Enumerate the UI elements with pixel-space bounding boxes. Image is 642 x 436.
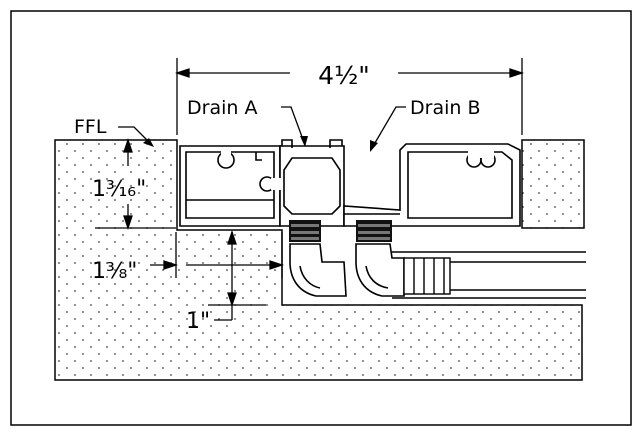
drop-dimension	[208, 229, 266, 321]
ffl-leader	[118, 126, 152, 145]
elbow-a	[289, 243, 347, 297]
drawing-border	[10, 10, 632, 426]
side-dimension-label: 1³⁄₈"	[92, 259, 137, 284]
depth-dimension-label: 1³⁄₁₆"	[92, 177, 146, 202]
drain-a-leader	[281, 106, 306, 146]
overall-width-dimension	[174, 58, 525, 135]
center-extrusion	[259, 139, 345, 227]
drain-b-leader	[371, 106, 406, 149]
ffl-arrowhead	[143, 138, 154, 147]
concrete-block-right	[521, 139, 585, 229]
drain-b-label: Drain B	[410, 97, 480, 119]
drain-tube	[392, 251, 586, 299]
drain-a-label: Drain A	[187, 97, 257, 119]
drop-dimension-label: 1"	[186, 309, 210, 334]
side-dimension	[150, 232, 285, 278]
drain-a-coupler	[289, 220, 321, 242]
depth-dimension	[95, 137, 176, 231]
right-extrusion	[343, 143, 521, 227]
elbow-b	[355, 243, 405, 297]
drain-a-arrowhead	[300, 136, 308, 147]
overall-width-label: 4½"	[318, 61, 370, 90]
left-extrusion	[179, 145, 281, 227]
concrete-slab	[54, 139, 583, 381]
drain-b-coupler	[356, 220, 392, 242]
ffl-label: FFL	[74, 116, 107, 138]
hose-barb	[403, 257, 451, 295]
drain-b-arrowhead	[370, 140, 378, 152]
